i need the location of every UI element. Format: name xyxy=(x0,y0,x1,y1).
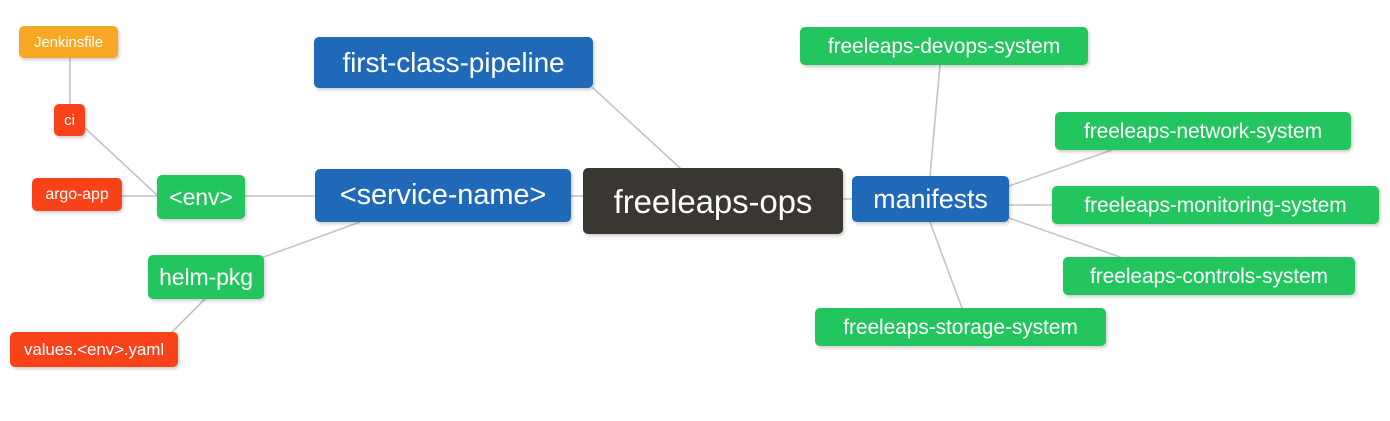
node-freeleaps-monitoring-system[interactable]: freeleaps-monitoring-system xyxy=(1052,186,1379,224)
node-label-values-env-yaml: values.<env>.yaml xyxy=(23,340,165,359)
node-label-freeleaps-ops: freeleaps-ops xyxy=(613,182,813,220)
node-values-env-yaml[interactable]: values.<env>.yaml xyxy=(10,332,178,367)
node-helm-pkg[interactable]: helm-pkg xyxy=(148,255,264,299)
node-freeleaps-ops[interactable]: freeleaps-ops xyxy=(583,168,843,234)
node-label-jenkinsfile: Jenkinsfile xyxy=(34,33,103,51)
node-label-freeleaps-devops-system: freeleaps-devops-system xyxy=(827,34,1061,58)
node-label-first-class-pipeline: first-class-pipeline xyxy=(342,46,565,78)
node-env[interactable]: <env> xyxy=(157,175,245,219)
node-label-ci: ci xyxy=(64,111,75,129)
node-freeleaps-network-system[interactable]: freeleaps-network-system xyxy=(1055,112,1351,150)
node-label-freeleaps-monitoring-system: freeleaps-monitoring-system xyxy=(1084,193,1347,217)
edge-freeleaps-devops-system-to-manifests xyxy=(929,64,941,177)
node-label-env: <env> xyxy=(169,183,233,210)
node-label-helm-pkg: helm-pkg xyxy=(159,263,253,290)
edge-helm-pkg-to-service-name xyxy=(249,221,361,263)
edge-manifests-to-freeleaps-network-system xyxy=(1008,149,1113,187)
node-label-argo-app: argo-app xyxy=(45,185,109,203)
node-manifests[interactable]: manifests xyxy=(852,176,1009,222)
node-label-service-name: <service-name> xyxy=(339,179,547,211)
edge-first-class-pipeline-to-freeleaps-ops xyxy=(592,87,681,169)
node-freeleaps-devops-system[interactable]: freeleaps-devops-system xyxy=(800,27,1088,65)
node-first-class-pipeline[interactable]: first-class-pipeline xyxy=(314,37,593,88)
node-freeleaps-storage-system[interactable]: freeleaps-storage-system xyxy=(815,308,1106,346)
node-ci[interactable]: ci xyxy=(54,104,85,136)
node-service-name[interactable]: <service-name> xyxy=(315,169,571,222)
edge-values-env-yaml-to-helm-pkg xyxy=(171,298,206,333)
node-label-freeleaps-network-system: freeleaps-network-system xyxy=(1083,119,1322,143)
edge-manifests-to-freeleaps-storage-system xyxy=(929,221,963,309)
node-freeleaps-controls-system[interactable]: freeleaps-controls-system xyxy=(1063,257,1355,295)
node-label-freeleaps-storage-system: freeleaps-storage-system xyxy=(843,315,1078,339)
node-argo-app[interactable]: argo-app xyxy=(32,178,122,211)
node-jenkinsfile[interactable]: Jenkinsfile xyxy=(19,26,118,58)
node-label-freeleaps-controls-system: freeleaps-controls-system xyxy=(1090,264,1328,288)
node-label-manifests: manifests xyxy=(873,183,988,214)
